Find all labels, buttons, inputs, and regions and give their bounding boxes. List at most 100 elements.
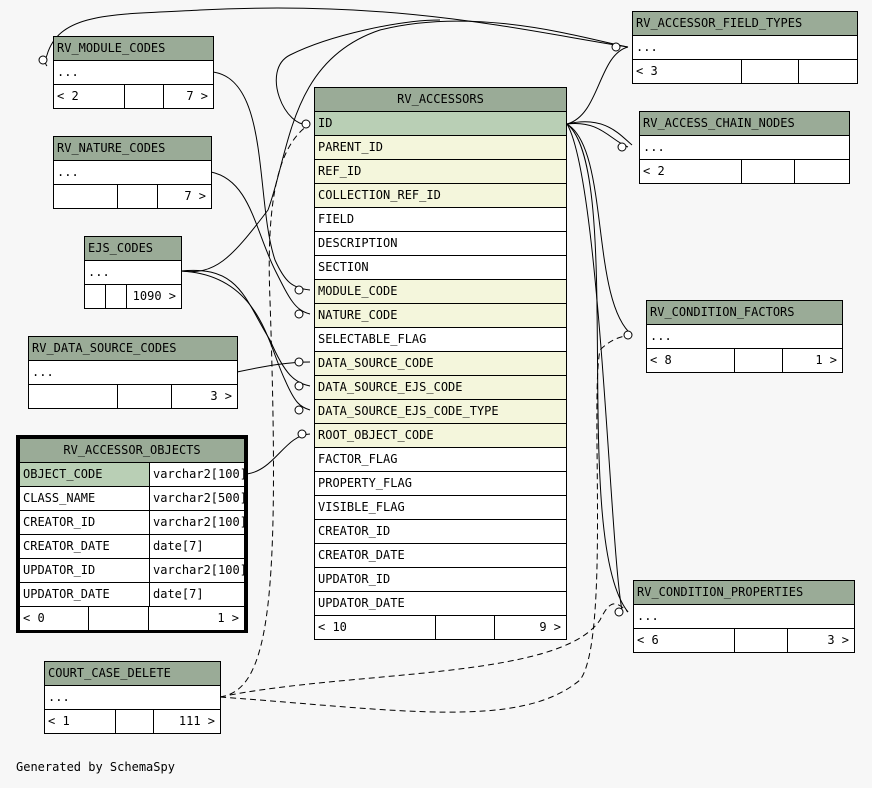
column-type: varchar2[100] [149,462,245,487]
table-title: RV_ACCESSOR_FIELD_TYPES [632,11,858,36]
child-count: 1 > [148,606,245,631]
column-row: COLLECTION_REF_ID [314,183,567,208]
column-count [117,384,172,409]
column-type: varchar2[500] [149,486,245,511]
column-name: UPDATOR_DATE [19,582,150,607]
column-count [124,84,164,109]
column-count [115,709,154,734]
child-count: 111 > [153,709,221,734]
table-title: RV_ACCESSORS [314,87,567,112]
table-title: RV_CONDITION_PROPERTIES [633,580,855,605]
parent-count: < 2 [639,159,742,184]
column-name: CREATOR_DATE [19,534,150,559]
column-row: ID [314,111,567,136]
parent-count [84,284,106,309]
table-ejs-codes[interactable]: EJS_CODES ... 1090 > [84,236,182,309]
column-row: DATA_SOURCE_EJS_CODE_TYPE [314,399,567,424]
child-count: 7 > [163,84,214,109]
column-row: MODULE_CODE [314,279,567,304]
column-row: DESCRIPTION [314,231,567,256]
column-name: UPDATOR_ID [19,558,150,583]
table-row: ... [53,60,214,85]
table-rv-module-codes[interactable]: RV_MODULE_CODES ... < 2 7 > [53,36,214,109]
column-row: VISIBLE_FLAG [314,495,567,520]
column-row: DATA_SOURCE_CODE [314,351,567,376]
table-row: ... [84,260,182,285]
column-row: UPDATOR_ID [314,567,567,592]
column-name: CLASS_NAME [19,486,150,511]
parent-count: < 10 [314,615,436,640]
column-row: ROOT_OBJECT_CODE [314,423,567,448]
edge-chain-nodes-2 [566,121,633,146]
column-row: CREATOR_DATE [314,543,567,568]
generated-by-credit: Generated by SchemaSpy [16,760,175,774]
edge-court-case-2 [219,603,629,698]
column-count [741,59,799,84]
table-rv-nature-codes[interactable]: RV_NATURE_CODES ... 7 > [53,136,212,209]
edge-accessor-objects [246,433,311,475]
edge-module-codes [212,71,311,291]
parent-count: < 6 [633,628,735,653]
parent-count: < 8 [646,348,735,373]
edge-field-types-loop [45,7,629,67]
column-row: PROPERTY_FLAG [314,471,567,496]
table-title: EJS_CODES [84,236,182,261]
edge-ejs-codes-2 [180,270,311,411]
column-row: PARENT_ID [314,135,567,160]
table-title: RV_DATA_SOURCE_CODES [28,336,238,361]
edge-id-loop [275,19,441,125]
child-count: 9 > [494,615,567,640]
column-name: CREATOR_ID [19,510,150,535]
column-row: CREATOR_ID [314,519,567,544]
table-title: RV_CONDITION_FACTORS [646,300,843,325]
column-type: date[7] [149,582,245,607]
table-rv-data-source-codes[interactable]: RV_DATA_SOURCE_CODES ... 3 > [28,336,238,409]
column-row: SECTION [314,255,567,280]
column-row: UPDATOR_DATE [314,591,567,616]
table-title: RV_ACCESS_CHAIN_NODES [639,111,850,136]
table-rv-condition-factors[interactable]: RV_CONDITION_FACTORS ... < 8 1 > [646,300,843,373]
table-title: RV_ACCESSOR_OBJECTS [19,438,245,463]
parent-count: < 1 [44,709,116,734]
table-title: RV_NATURE_CODES [53,136,212,161]
column-type: date[7] [149,534,245,559]
edge-field-types [566,46,629,125]
column-count [734,628,788,653]
edge-data-source [236,361,311,373]
edge-nature-codes [210,171,311,315]
column-count [105,284,127,309]
table-title: RV_MODULE_CODES [53,36,214,61]
child-count: 1090 > [126,284,182,309]
column-count [741,159,795,184]
parent-count: < 2 [53,84,125,109]
table-court-case-delete[interactable]: COURT_CASE_DELETE ... < 1 111 > [44,661,221,734]
table-row: ... [646,324,843,349]
table-rv-accessor-field-types[interactable]: RV_ACCESSOR_FIELD_TYPES ... < 3 [632,11,858,84]
table-row: ... [639,135,850,160]
table-row: ... [632,35,858,60]
column-count [734,348,783,373]
child-count: 3 > [171,384,238,409]
column-row: FIELD [314,207,567,232]
column-type: varchar2[100] [149,558,245,583]
table-rv-access-chain-nodes[interactable]: RV_ACCESS_CHAIN_NODES ... < 2 [639,111,850,184]
column-row: DATA_SOURCE_EJS_CODE [314,375,567,400]
child-count: 3 > [787,628,855,653]
column-count [117,184,158,209]
child-count: 7 > [157,184,212,209]
edge-court-case-3 [219,334,633,713]
edge-condition-factors [566,123,633,336]
parent-count [28,384,118,409]
edge-condition-properties [566,123,629,613]
edge-ejs-codes-3 [180,20,629,273]
table-rv-condition-properties[interactable]: RV_CONDITION_PROPERTIES ... < 6 3 > [633,580,855,653]
column-row: SELECTABLE_FLAG [314,327,567,352]
column-type: varchar2[100] [149,510,245,535]
parent-count [53,184,118,209]
table-title: COURT_CASE_DELETE [44,661,221,686]
column-row: FACTOR_FLAG [314,447,567,472]
column-count [435,615,495,640]
